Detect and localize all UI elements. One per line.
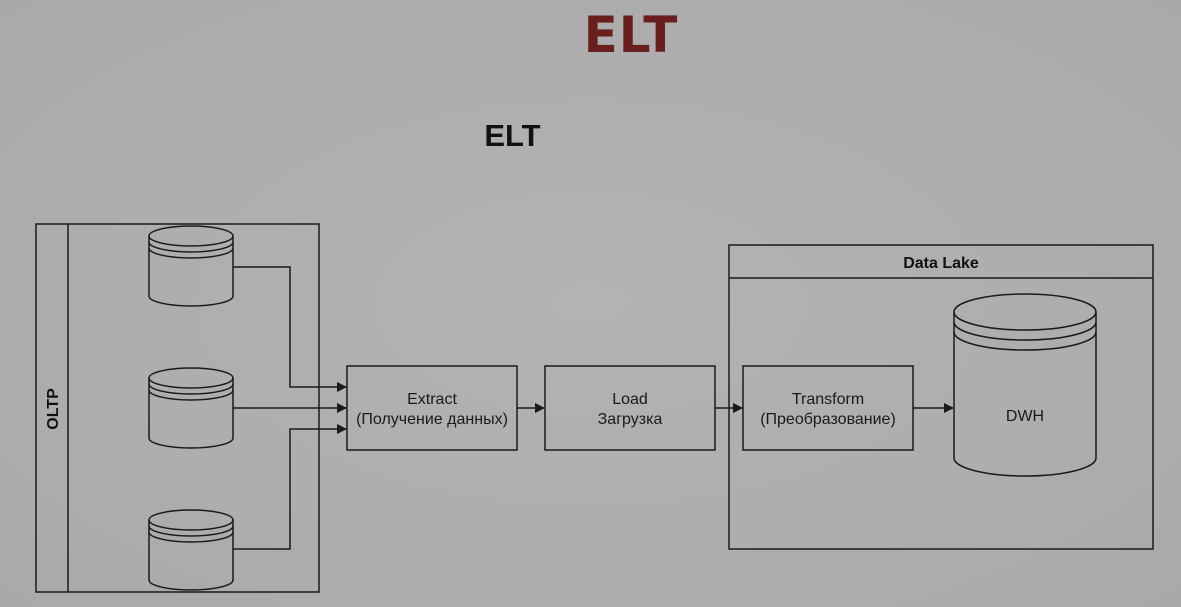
transform-sublabel: (Преобразование) (760, 411, 896, 428)
load-label: Load (612, 391, 648, 408)
connector-db3-to-extract (233, 424, 347, 550)
extract-label: Extract (407, 391, 457, 408)
slide-title: ELT (583, 6, 679, 64)
transform-label: Transform (792, 391, 864, 408)
oltp-database-2 (148, 367, 234, 449)
data-lake-label: Data Lake (903, 255, 979, 272)
connector-db1-to-extract (233, 266, 347, 392)
diagram-title: ELT (484, 118, 541, 153)
extract-box: Extract (Получение данных) (346, 365, 518, 451)
oltp-label: OLTP (45, 388, 62, 430)
dwh-database: DWH (953, 293, 1097, 477)
extract-sublabel: (Получение данных) (356, 411, 508, 428)
load-box: Load Загрузка (544, 365, 716, 451)
oltp-database-3 (148, 509, 234, 591)
oltp-database-1 (148, 225, 234, 307)
data-lake-container: Data Lake (728, 244, 1154, 550)
dwh-label: DWH (1006, 408, 1044, 425)
transform-box: Transform (Преобразование) (742, 365, 914, 451)
load-sublabel: Загрузка (598, 411, 663, 428)
